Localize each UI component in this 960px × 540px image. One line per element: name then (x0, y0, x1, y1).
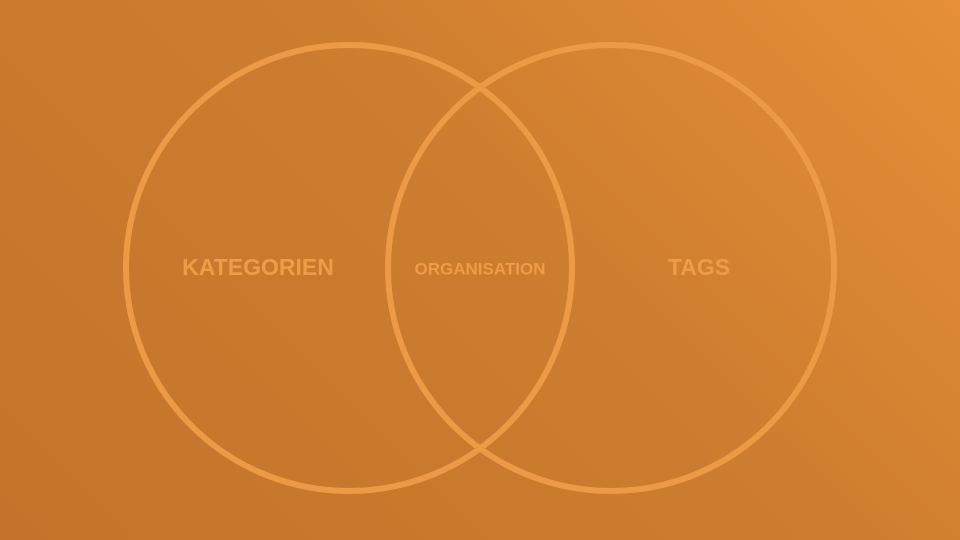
label-kategorien: KATEGORIEN (182, 254, 334, 280)
label-tags: TAGS (668, 254, 730, 280)
circle-left (123, 42, 575, 494)
circle-right (385, 42, 837, 494)
label-organisation: ORGANISATION (415, 259, 546, 278)
